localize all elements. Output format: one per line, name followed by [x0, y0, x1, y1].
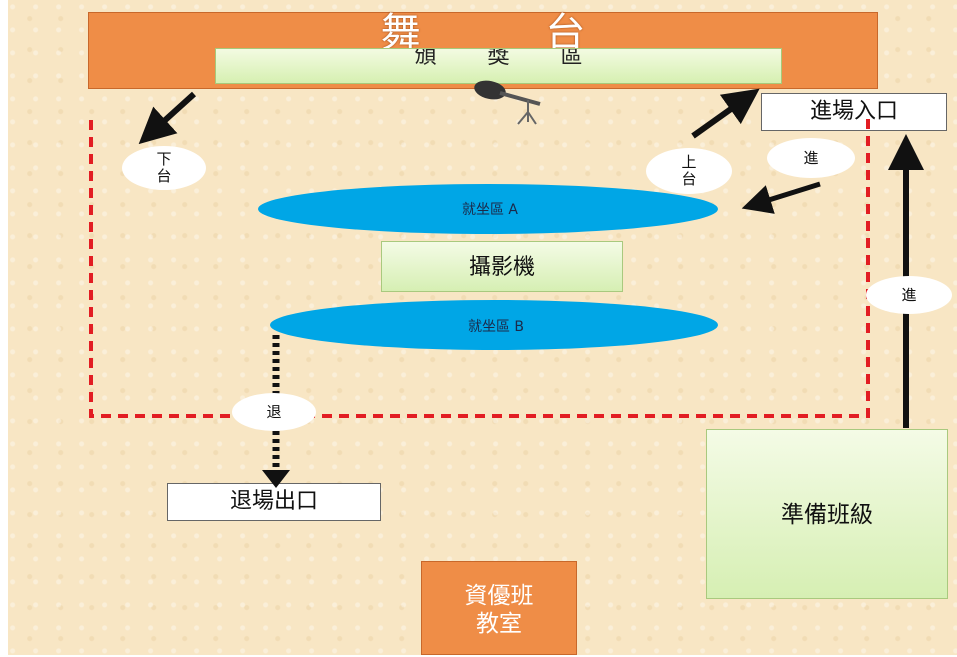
stage-exit-bubble: 下 台 — [122, 146, 206, 190]
seating-a-label: 就坐區 A — [461, 202, 519, 218]
exit-label: 退場出口 — [167, 483, 381, 521]
enter-bubble-side: 進 — [866, 276, 952, 314]
stage-exit-line2: 台 — [156, 167, 172, 185]
exit-arrow-head — [262, 470, 290, 488]
seating-area-b — [270, 300, 718, 350]
seating-area-a — [258, 184, 718, 234]
stage-enter-arrow — [691, 88, 760, 139]
stage-exit-line1: 下 — [156, 150, 172, 168]
classroom-box: 資優班 教室 — [421, 561, 577, 655]
classroom-line1: 資優班 — [464, 583, 534, 609]
stage-enter-line2: 台 — [681, 170, 697, 188]
stage-enter-line1: 上 — [681, 153, 697, 171]
stage-exit-arrow — [138, 91, 197, 145]
camera-box: 攝影機 — [381, 241, 623, 292]
classroom-line2: 教室 — [476, 611, 522, 637]
seating-boundary — [89, 118, 870, 418]
award-area: 頒 獎 區 — [215, 48, 782, 84]
waiting-class-box: 準備班級 — [706, 429, 948, 599]
enter-bubble-top: 進 — [767, 138, 855, 178]
camera-label: 攝影機 — [468, 255, 535, 280]
seating-b-label: 就坐區 B — [467, 319, 525, 335]
exit-bubble: 退 — [232, 393, 316, 431]
stage-enter-bubble: 上 台 — [646, 148, 732, 194]
entrance-label: 進場入口 — [761, 93, 947, 131]
waiting-class-label: 準備班級 — [781, 502, 873, 528]
microphone-icon — [474, 80, 541, 125]
enter-to-seating-arrow — [741, 181, 821, 214]
